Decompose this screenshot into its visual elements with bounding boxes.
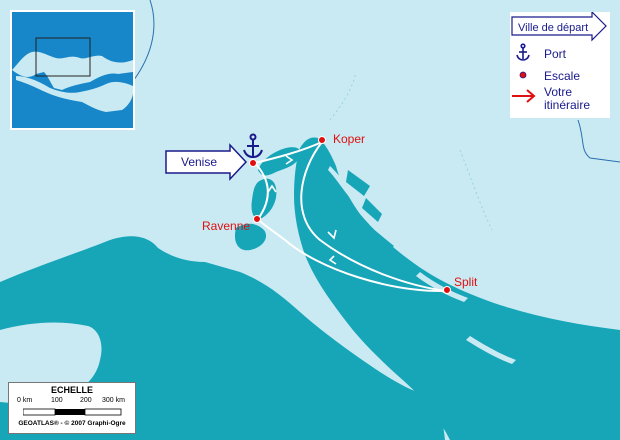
city-label-ravenne[interactable]: Ravenne bbox=[202, 219, 250, 233]
legend-depart: Ville de départ bbox=[518, 22, 588, 34]
legend-itineraire-line2: itinéraire bbox=[544, 98, 590, 112]
island bbox=[428, 394, 448, 412]
legend-route-icon bbox=[512, 89, 536, 103]
island bbox=[450, 298, 478, 312]
city-dot-split[interactable] bbox=[443, 286, 451, 294]
inset-map bbox=[10, 10, 135, 130]
island bbox=[147, 339, 157, 349]
scale-label-200: 200 bbox=[80, 397, 92, 404]
inset-locator-box bbox=[35, 37, 91, 77]
boundary-line-east bbox=[577, 119, 620, 163]
legend-itineraire-line1: Votre bbox=[544, 85, 572, 99]
inset-land-europe bbox=[12, 12, 133, 70]
inset-adriatic bbox=[54, 60, 68, 80]
city-label-koper[interactable]: Koper bbox=[333, 132, 365, 146]
city-label-split[interactable]: Split bbox=[454, 275, 478, 289]
channel bbox=[466, 336, 516, 364]
scale-segment bbox=[23, 408, 56, 416]
boundary-line bbox=[129, 0, 155, 86]
city-dot-koper[interactable] bbox=[318, 136, 326, 144]
itinerary-routes bbox=[254, 141, 447, 293]
city-dot-ravenne[interactable] bbox=[253, 215, 261, 223]
sea-channels bbox=[328, 166, 516, 364]
island bbox=[362, 198, 382, 222]
islands-croatia bbox=[346, 170, 500, 412]
arrow-icon bbox=[285, 155, 294, 165]
city-dot-venise[interactable] bbox=[249, 159, 257, 167]
island bbox=[466, 316, 500, 336]
island bbox=[346, 170, 370, 196]
legend-port: Port bbox=[544, 47, 567, 61]
inset-mediterranean bbox=[16, 76, 133, 112]
arrow-icon bbox=[328, 255, 337, 265]
scale-segment bbox=[84, 408, 122, 416]
land-ravenna-coast bbox=[234, 223, 267, 251]
legend-departure-arrow bbox=[511, 10, 607, 42]
scale-label-100: 100 bbox=[51, 397, 63, 404]
scale-title: ECHELLE bbox=[50, 385, 93, 395]
departure-arrow bbox=[165, 143, 248, 181]
route-venise-koper bbox=[254, 141, 323, 164]
border-dotted bbox=[329, 71, 357, 121]
scale-segment bbox=[55, 409, 85, 415]
channel bbox=[416, 272, 468, 302]
island bbox=[368, 228, 394, 252]
anchor-icon bbox=[243, 133, 263, 159]
scale-bar bbox=[23, 408, 122, 416]
route-arrows bbox=[267, 155, 337, 265]
route-koper-split bbox=[300, 141, 447, 292]
legend-anchor-icon bbox=[516, 43, 530, 61]
land-balkans bbox=[294, 137, 620, 440]
city-label-venise[interactable]: Venise bbox=[180, 155, 218, 169]
legend-escale-dot bbox=[519, 71, 527, 79]
island bbox=[98, 314, 114, 336]
legend-escale: Escale bbox=[544, 69, 580, 83]
arrow-icon bbox=[267, 184, 277, 193]
scale-label-300: 300 km bbox=[102, 397, 125, 404]
legend: Ville de départ Port Escale Votre itinér… bbox=[510, 10, 610, 118]
scale-credit: GEOATLAS® - © 2007 Graphi-Ogre bbox=[18, 420, 126, 427]
legend-svg: Ville de départ Port Escale Votre itinér… bbox=[511, 10, 607, 112]
city-dots bbox=[249, 136, 451, 294]
route-ravenne-venise bbox=[254, 162, 269, 220]
arrow-icon bbox=[327, 229, 337, 240]
route-split-ravenne bbox=[257, 218, 447, 293]
channel bbox=[328, 166, 356, 198]
scale-box: ECHELLE 0 km 100 200 300 km GEOATLAS® - … bbox=[8, 382, 136, 434]
scale-label-0: 0 km bbox=[17, 397, 33, 404]
